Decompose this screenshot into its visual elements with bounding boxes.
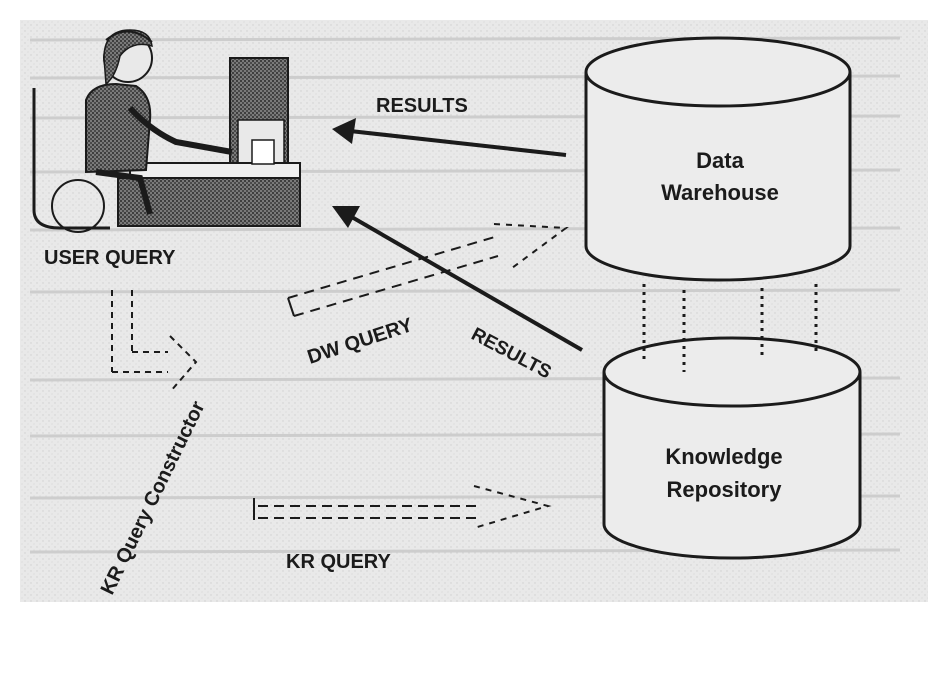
cup-icon [251, 139, 275, 165]
data-warehouse-label-line1: Data [696, 148, 744, 173]
user-query-arrow [111, 290, 198, 393]
kr-query-label: KR QUERY [286, 551, 391, 573]
chair [32, 88, 110, 230]
kr-query-arrow [253, 485, 552, 529]
user-workstation-illustration [32, 29, 301, 233]
knowledge-repository-cylinder [602, 336, 862, 560]
results-top-label: RESULTS [376, 95, 468, 117]
knowledge-repository-label-line2: Repository [667, 477, 783, 502]
user-query-label: USER QUERY [44, 247, 176, 269]
dw-query-arrow [287, 223, 569, 317]
results-arrow-top [332, 118, 567, 157]
warehouse-repository-connectors [642, 284, 818, 372]
data-warehouse-label-line2: Warehouse [661, 180, 779, 205]
data-warehouse-cylinder [584, 36, 852, 282]
knowledge-repository-label-line1: Knowledge [665, 444, 782, 469]
chair-wheel [51, 179, 105, 233]
results-arrow-diagonal [332, 206, 584, 352]
person-body [85, 82, 152, 174]
